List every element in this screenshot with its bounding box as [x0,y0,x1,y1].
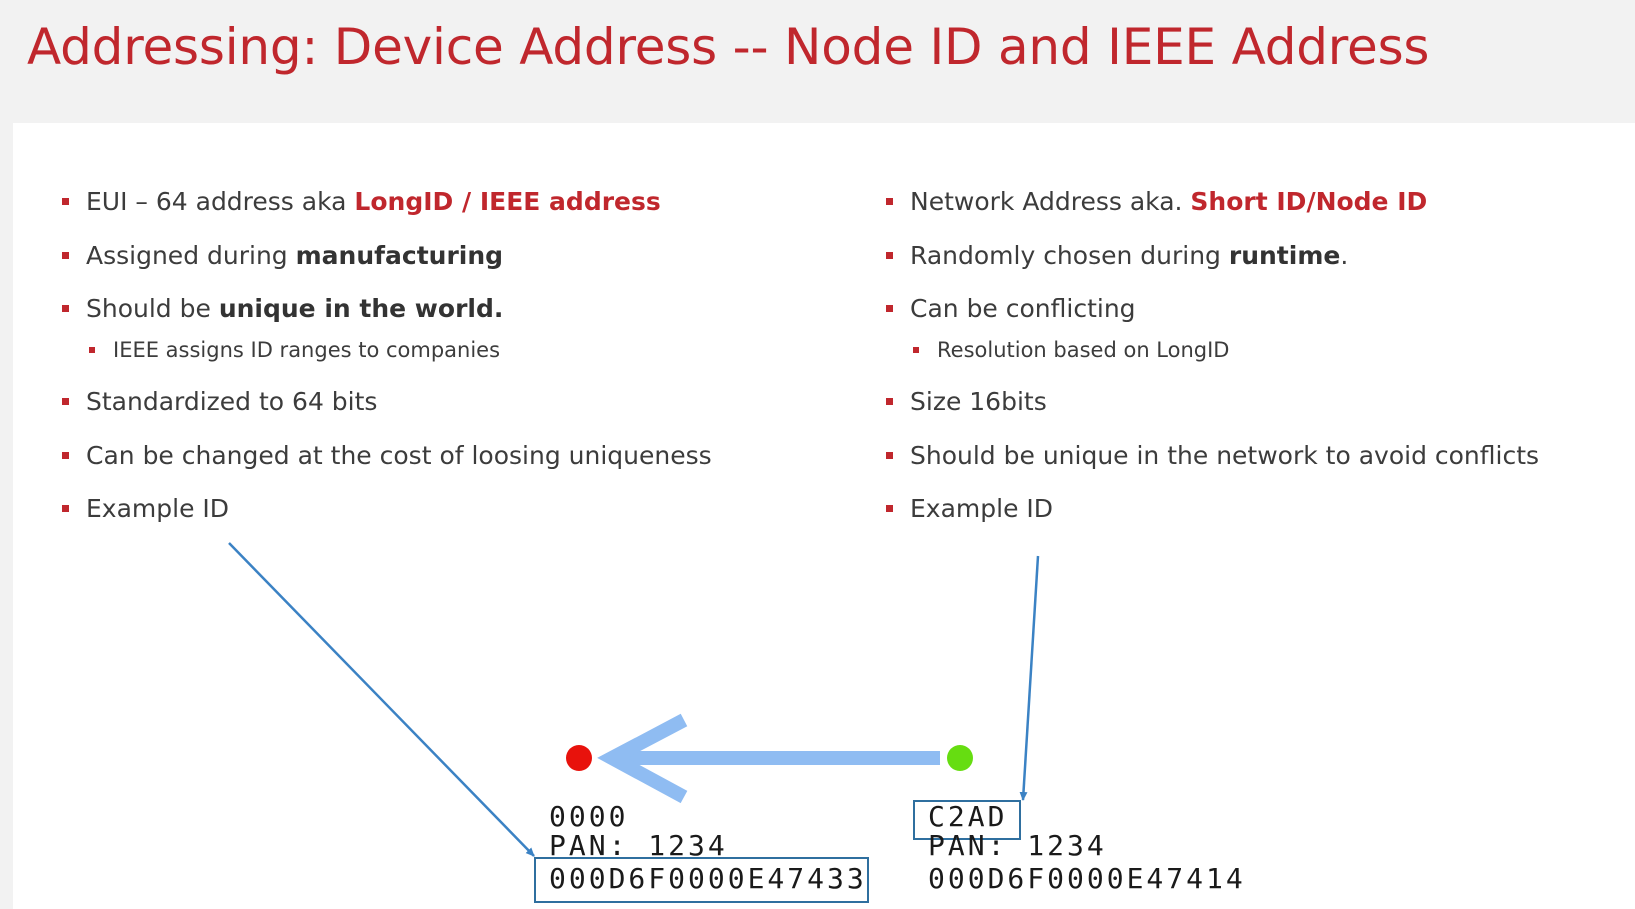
bullet-icon [62,452,69,459]
bullet-icon [913,347,919,353]
node-b-short-id: C2AD [928,800,1008,833]
node-a-long-id-box [534,857,869,903]
bullet-icon [62,198,69,205]
bullet-icon [886,305,893,312]
bullet-icon [62,305,69,312]
bullet-icon [62,398,69,405]
bullet-icon [886,505,893,512]
bullet-icon [886,198,893,205]
bullet-icon [886,252,893,259]
node-a-dot-icon [566,745,592,771]
right-pointer-arrow-icon [1019,555,1040,801]
big-arrow-icon [597,713,940,804]
left-pointer-arrow-icon [228,542,535,857]
node-b-dot-icon [947,745,973,771]
bullet-icon [886,452,893,459]
bullet-icon [89,347,95,353]
node-b-short-id-box [913,800,1021,840]
content-panel [13,123,1635,909]
bullet-icon [62,505,69,512]
node-b-pan: PAN: 1234 [928,829,1107,862]
node-b-long-id: 000D6F0000E47414 [928,862,1246,895]
node-a-long-id: 000D6F0000E47433 [549,862,867,895]
node-a-short-id: 0000 [549,800,629,833]
slide-title: Addressing: Device Address -- Node ID an… [27,18,1430,76]
bullet-icon [62,252,69,259]
node-a-pan: PAN: 1234 [549,829,728,862]
bullet-icon [886,398,893,405]
